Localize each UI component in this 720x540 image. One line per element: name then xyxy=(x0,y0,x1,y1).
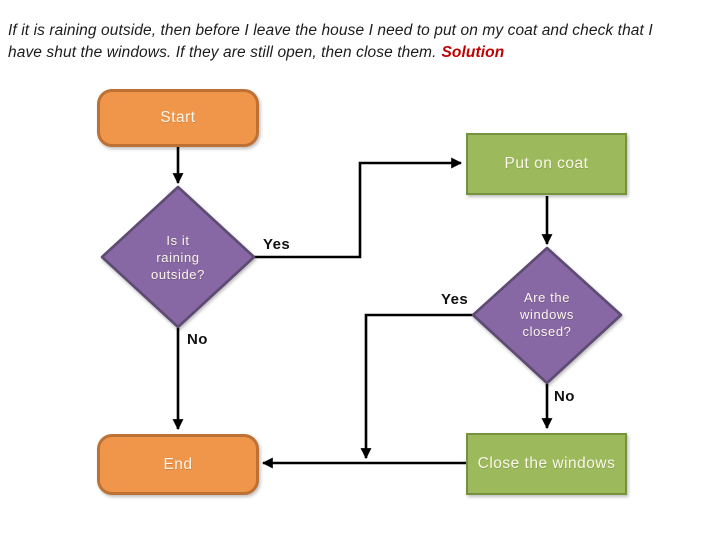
edge-windows-yes-to-join xyxy=(360,313,473,460)
node-start-label: Start xyxy=(160,109,196,126)
raining-line-1: Is it xyxy=(166,233,190,248)
edge-label-windows-no: No xyxy=(554,388,575,405)
raining-line-3: outside? xyxy=(151,267,205,282)
edge-raining-yes-to-coat xyxy=(254,157,463,259)
prompt-text: If it is raining outside, then before I … xyxy=(8,20,714,64)
node-close-the-windows-label: Close the windows xyxy=(477,455,616,472)
solution-link[interactable]: Solution xyxy=(441,43,505,61)
windows-line-1: Are the xyxy=(523,290,571,305)
decision-is-it-raining xyxy=(100,185,256,329)
node-end-label: End xyxy=(163,455,193,473)
edge-label-raining-no: No xyxy=(187,331,208,348)
decision-are-windows-closed-label: Are the windows closed? xyxy=(477,289,617,340)
edge-label-raining-yes: Yes xyxy=(263,236,291,253)
node-close-the-windows: Close the windows xyxy=(466,433,627,495)
windows-line-2: windows xyxy=(519,307,575,322)
node-put-on-coat: Put on coat xyxy=(466,133,627,195)
node-put-on-coat-label: Put on coat xyxy=(504,155,589,172)
windows-line-3: closed? xyxy=(522,324,572,339)
raining-line-2: raining xyxy=(156,250,200,265)
decision-are-windows-closed xyxy=(471,246,623,385)
node-start: Start xyxy=(97,89,259,147)
prompt-line-2: have shut the windows. If they are still… xyxy=(8,43,437,61)
edge-label-windows-yes: Yes xyxy=(441,291,469,308)
prompt-line-1: If it is raining outside, then before I … xyxy=(8,21,653,39)
node-end: End xyxy=(97,434,259,495)
decision-is-it-raining-label: Is it raining outside? xyxy=(108,232,248,283)
